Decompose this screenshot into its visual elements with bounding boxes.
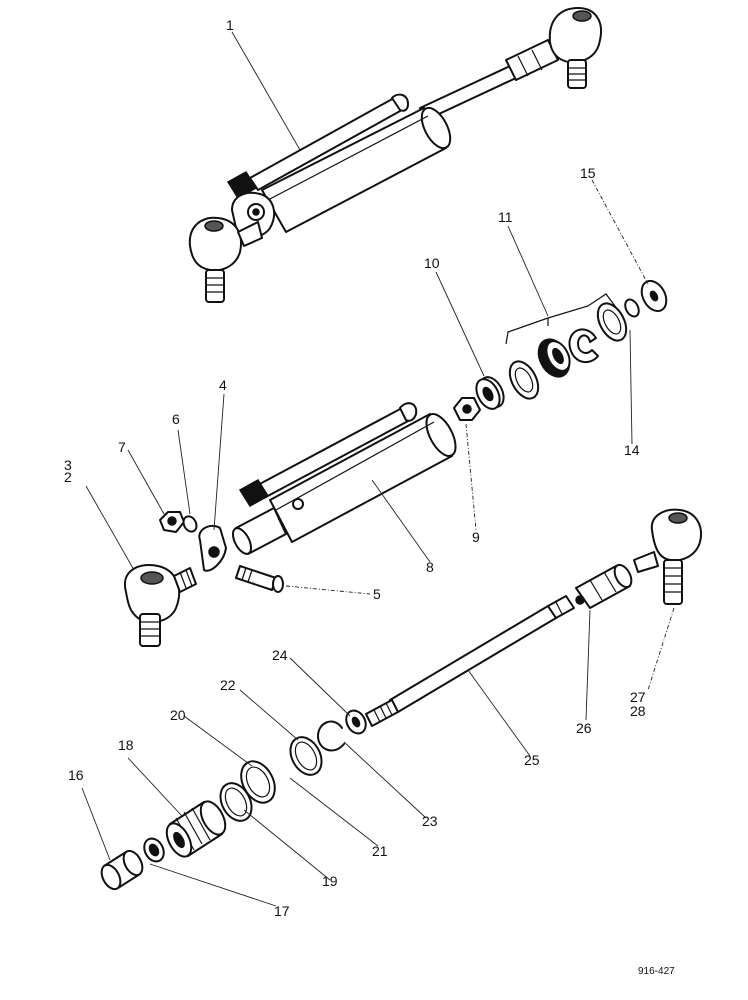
left-ball-joint-assembly: [123, 511, 284, 647]
piston-rod: [365, 595, 575, 727]
figure-number: 916-427: [638, 966, 675, 977]
callout-8: 8: [426, 559, 434, 575]
cylinder-barrel-exploded: [231, 402, 457, 555]
callout-28: 28: [630, 703, 646, 719]
piston-seal-group: [100, 709, 367, 891]
right-ball-joint-assembly: [575, 508, 702, 609]
callout-1: 1: [226, 17, 234, 33]
callout-23: 23: [422, 813, 438, 829]
callout-21: 21: [372, 843, 388, 859]
callout-18: 18: [118, 737, 134, 753]
callout-22: 22: [220, 677, 236, 693]
callout-4: 4: [219, 377, 227, 393]
callout-24: 24: [272, 647, 288, 663]
leader-lines: [81, 31, 675, 907]
callout-27: 27: [630, 689, 646, 705]
callout-19: 19: [322, 873, 338, 889]
callout-5: 5: [373, 586, 381, 602]
callout-3: 3: [64, 457, 72, 473]
callout-labels: 1 2 3 4 5 6 7 8 9 10 11 14 15 16 17 18 1…: [64, 17, 646, 919]
callout-10: 10: [424, 255, 440, 271]
callout-16: 16: [68, 767, 84, 783]
seal-kit-group: [453, 279, 668, 421]
callout-15: 15: [580, 165, 596, 181]
callout-26: 26: [576, 720, 592, 736]
callout-9: 9: [472, 529, 480, 545]
callout-2: 2: [64, 469, 72, 485]
callout-20: 20: [170, 707, 186, 723]
callout-7: 7: [118, 439, 126, 455]
callout-11: 11: [498, 209, 513, 225]
callout-17: 17: [274, 903, 290, 919]
callout-25: 25: [524, 752, 540, 768]
callout-14: 14: [624, 442, 640, 458]
assembled-steering-cylinder: [188, 7, 602, 303]
callout-6: 6: [172, 411, 180, 427]
